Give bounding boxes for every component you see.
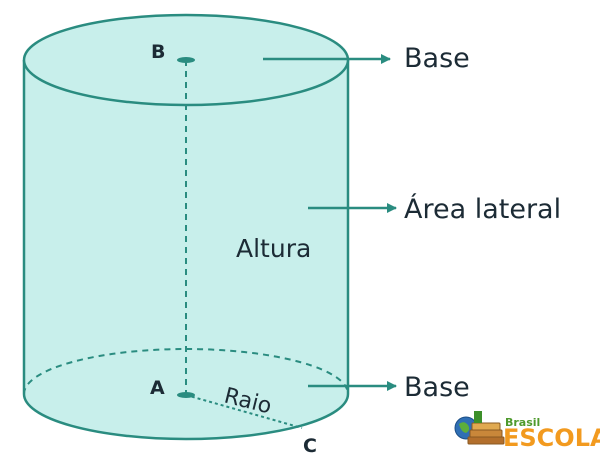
bottom-base-front-edge [22, 393, 350, 441]
logo-escola-text: ESCOLA [503, 424, 600, 452]
point-b-label: B [151, 41, 165, 63]
bottom-base-hidden-edge [23, 348, 349, 395]
top-base-label: Base [404, 43, 470, 74]
point-a-label: A [150, 377, 165, 399]
bottom-base-label: Base [404, 372, 470, 403]
height-label: Altura [236, 234, 311, 263]
radius-segment [185, 394, 303, 429]
logo-brasil-text: Brasil [505, 416, 540, 429]
point-c-label: C [303, 435, 317, 457]
point-a-marker [177, 392, 195, 398]
lateral-area-label: Área lateral [404, 193, 561, 225]
point-b-marker [177, 57, 195, 63]
books-icon [469, 429, 503, 438]
brasil-escola-logo: Brasil ESCOLA [454, 411, 600, 452]
